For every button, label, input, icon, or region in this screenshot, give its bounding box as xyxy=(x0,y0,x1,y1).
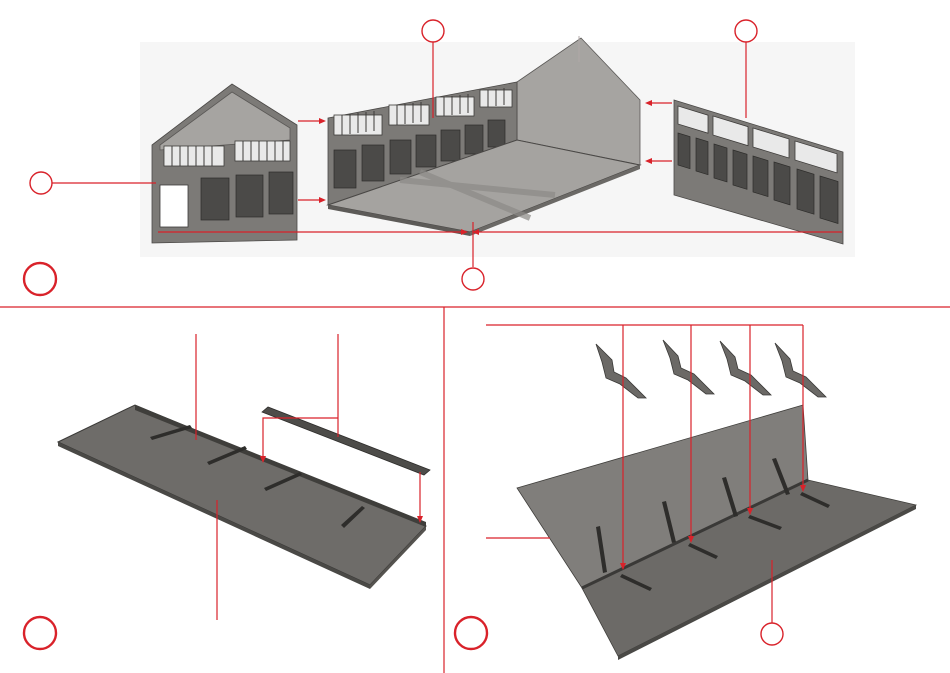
callout-roof-c xyxy=(761,623,783,645)
roof-plate-b xyxy=(58,405,426,589)
left-wall-window-1 xyxy=(164,146,224,166)
bracket-1 xyxy=(596,344,646,398)
callout-back-wall xyxy=(422,20,444,42)
step-a-badge xyxy=(24,263,56,295)
step-c-badge xyxy=(455,617,487,649)
left-wall-door-3 xyxy=(269,172,293,214)
folded-roof-c xyxy=(517,405,916,660)
roof-brackets xyxy=(596,340,826,398)
bracket-3 xyxy=(720,341,771,395)
ridge-strip-b xyxy=(262,407,430,475)
bracket-2 xyxy=(663,340,714,394)
bracket-4 xyxy=(775,343,826,397)
step-b-badge xyxy=(24,617,56,649)
left-wall-door-1 xyxy=(201,178,229,220)
left-wall-doorway xyxy=(160,185,188,227)
callout-left-wall xyxy=(30,172,52,194)
left-wall-door-2 xyxy=(236,175,263,217)
callout-floor xyxy=(462,268,484,290)
callout-right-wall xyxy=(735,20,757,42)
